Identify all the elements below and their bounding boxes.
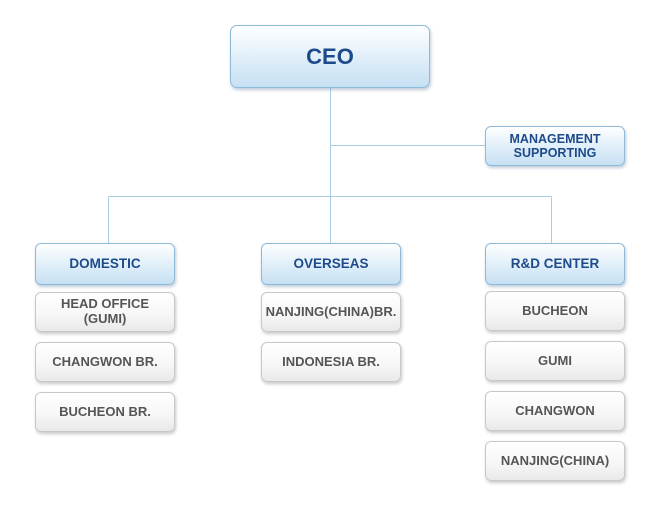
rnd-item-bucheon: BUCHEON	[485, 291, 625, 331]
changwon-branch-label: CHANGWON BR.	[52, 353, 158, 369]
rnd-item-nanjing: NANJING(CHINA)	[485, 441, 625, 481]
rnd-bucheon-label: BUCHEON	[522, 302, 588, 318]
head-office-line1: HEAD OFFICE	[60, 296, 150, 312]
domestic-item-changwon: CHANGWON BR.	[35, 342, 175, 382]
rnd-item-gumi: GUMI	[485, 341, 625, 381]
overseas-header: OVERSEAS	[261, 243, 401, 285]
rnd-gumi-label: GUMI	[538, 352, 572, 368]
nanjing-branch-label: NANJING(CHINA)BR.	[265, 303, 397, 319]
rnd-changwon-label: CHANGWON	[515, 402, 595, 418]
ceo-box: CEO	[230, 25, 430, 88]
management-line2: SUPPORTING	[513, 146, 597, 160]
management-line1: MANAGEMENT	[509, 131, 601, 146]
domestic-item-head-office: HEAD OFFICE (GUMI)	[35, 292, 175, 332]
overseas-item-nanjing: NANJING(CHINA)BR.	[261, 292, 401, 332]
ceo-label: CEO	[306, 43, 354, 69]
indonesia-branch-label: INDONESIA BR.	[282, 353, 380, 369]
overseas-header-label: OVERSEAS	[293, 256, 369, 272]
management-supporting-box: MANAGEMENT SUPPORTING	[485, 126, 625, 166]
rnd-center-header-label: R&D CENTER	[510, 256, 600, 272]
domestic-item-bucheon: BUCHEON BR.	[35, 392, 175, 432]
domestic-header-label: DOMESTIC	[69, 256, 141, 272]
head-office-line2: (GUMI)	[83, 311, 127, 326]
rnd-center-header: R&D CENTER	[485, 243, 625, 285]
domestic-header: DOMESTIC	[35, 243, 175, 285]
bucheon-branch-label: BUCHEON BR.	[59, 403, 151, 419]
rnd-item-changwon: CHANGWON	[485, 391, 625, 431]
overseas-item-indonesia: INDONESIA BR.	[261, 342, 401, 382]
rnd-nanjing-label: NANJING(CHINA)	[500, 452, 610, 468]
